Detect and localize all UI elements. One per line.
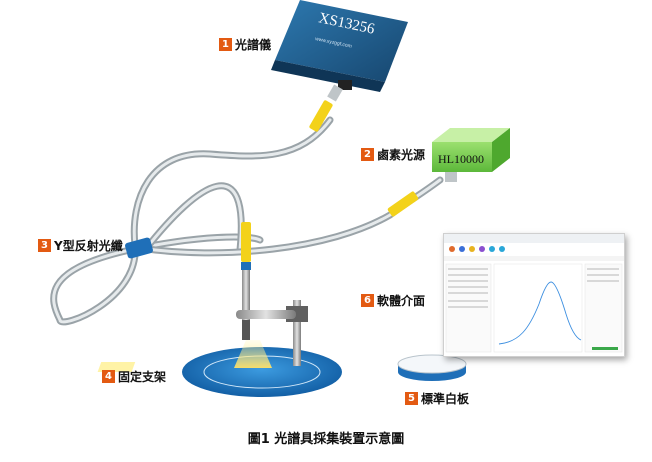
label-text: 軟體介面	[377, 294, 426, 308]
toolbar-icon	[459, 246, 465, 252]
toolbar-icon	[469, 246, 475, 252]
label-number: 4	[102, 370, 115, 383]
label-white-board: 5 標準白板	[405, 390, 469, 407]
y-splitter	[125, 237, 153, 259]
label-spectrometer: 1 光譜儀	[219, 36, 271, 53]
label-software: 6 軟體介面	[361, 292, 425, 309]
spectrum-curve	[498, 281, 582, 345]
label-text: 標準白板	[421, 392, 470, 406]
fixed-stand	[97, 300, 342, 397]
fiber-probe	[241, 222, 251, 340]
label-number: 5	[405, 392, 418, 405]
figure-caption: 圖1 光譜具採集裝置示意圖	[247, 432, 405, 447]
spectrometer-fiber-connector	[309, 84, 343, 132]
label-fixed-stand: 4 固定支架	[102, 368, 166, 385]
light-source-label: HL10000	[438, 152, 484, 166]
white-reference-board	[397, 354, 467, 381]
toolbar-icon	[499, 246, 505, 252]
label-number: 1	[219, 38, 232, 51]
label-number: 6	[361, 294, 374, 307]
software-interface-screenshot	[443, 233, 625, 357]
label-number: 3	[38, 239, 51, 252]
halogen-light-source: HL10000	[432, 128, 510, 182]
toolbar-icon	[479, 246, 485, 252]
label-text: Y型反射光纖	[54, 239, 123, 253]
label-text: 鹵素光源	[377, 148, 426, 162]
label-text: 光譜儀	[235, 38, 272, 52]
toolbar-icon	[449, 246, 455, 252]
spectrometer: XS13256 www.xyzggf.com	[271, 0, 408, 92]
label-y-fiber: 3 Y型反射光纖	[38, 237, 123, 254]
label-halogen-source: 2 鹵素光源	[361, 146, 425, 163]
label-text: 固定支架	[118, 370, 167, 384]
software-window-art	[444, 234, 624, 353]
toolbar-icon	[489, 246, 495, 252]
light-fiber-connector	[387, 191, 419, 217]
label-number: 2	[361, 148, 374, 161]
